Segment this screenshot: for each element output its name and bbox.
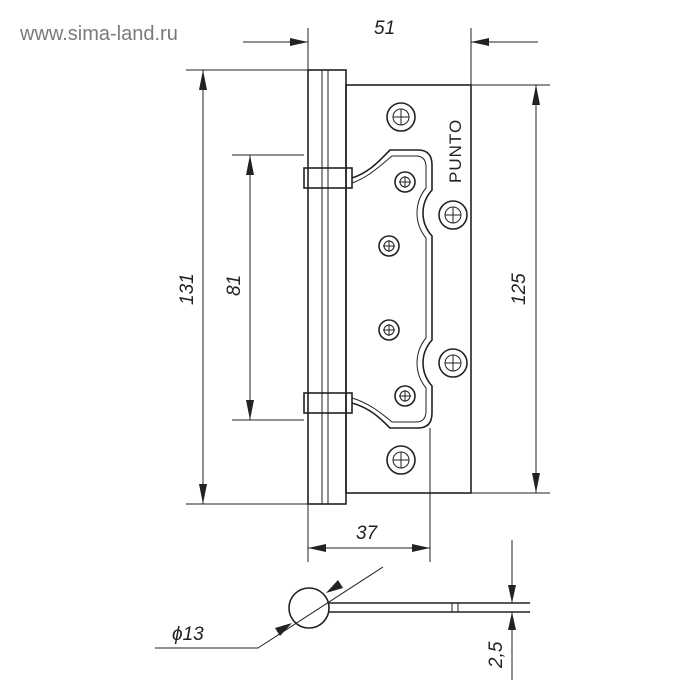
section-view: ϕ13 2,5 [155, 540, 530, 680]
dimension-label-37: 37 [356, 523, 379, 544]
screw-hole-small [394, 385, 416, 407]
brand-label: PUNTO [446, 119, 465, 183]
screw-hole [386, 102, 416, 132]
screw-hole-small [394, 171, 416, 193]
watermark-text: www.sima-land.ru [19, 23, 178, 45]
dimension-label-diameter: ϕ13 [172, 624, 204, 645]
dimension-label-131: 131 [177, 273, 198, 305]
dimension-label-125: 125 [509, 273, 530, 305]
inner-leaf-outline [351, 149, 433, 429]
dimension-label-51: 51 [374, 18, 395, 39]
screw-hole [386, 445, 416, 475]
hinge-barrel [307, 69, 347, 505]
dimension-label-thickness: 2,5 [486, 641, 507, 669]
dimension-overall-width: 51 [243, 18, 538, 85]
pin-section-circle [288, 587, 330, 629]
dimension-total-height: 131 [177, 69, 308, 505]
inner-leaf-outline-inner [351, 155, 427, 423]
diameter-leader [257, 566, 384, 649]
screw-hole-small [378, 319, 400, 341]
screw-hole-small [378, 235, 400, 257]
dimension-plate-height: 125 [471, 84, 550, 494]
outer-leaf-plate [345, 84, 472, 494]
dimension-label-81: 81 [224, 275, 245, 296]
dimension-knuckle-span: 81 [224, 154, 304, 421]
screw-hole [438, 348, 468, 378]
hinge-body [303, 69, 472, 505]
dimension-leaf-width: 37 [307, 428, 431, 562]
screw-hole [438, 200, 468, 230]
screw-holes [378, 102, 468, 475]
